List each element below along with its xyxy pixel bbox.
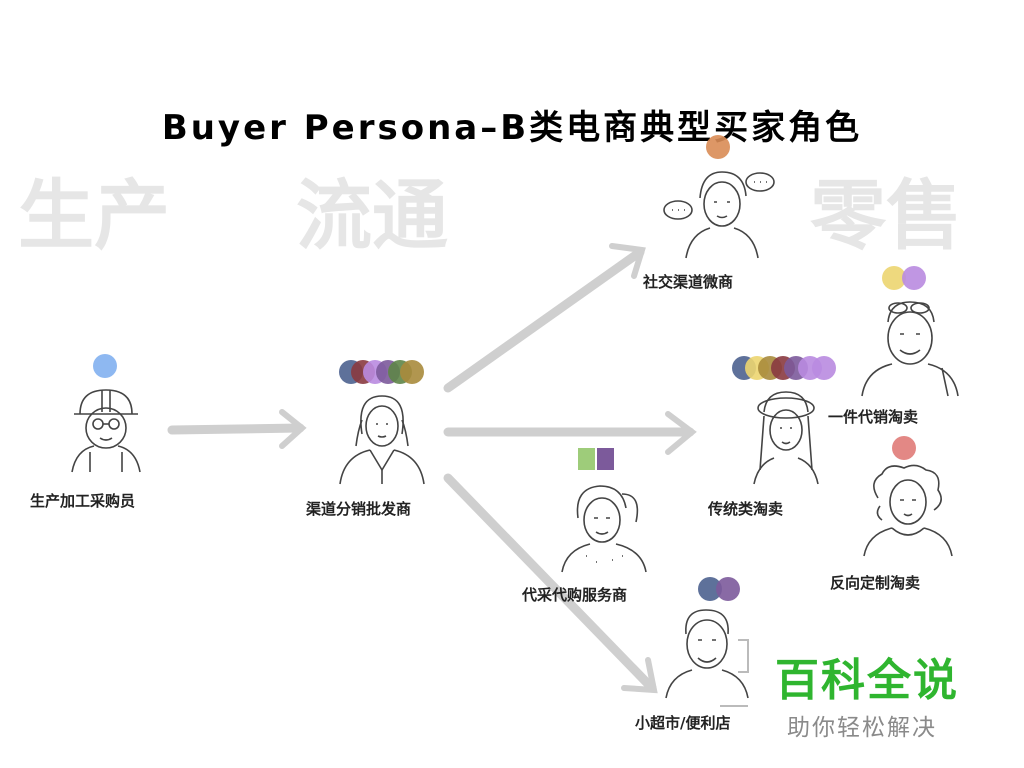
color-dot-olive [400,360,424,384]
persona-label-factory-buyer: 生产加工采购员 [30,492,136,510]
persona-label-social-microshop: 社交渠道微商 [643,273,734,291]
persona-label-traditional-taobao: 传统类淘卖 [708,500,784,518]
color-square-lightgreen [578,448,595,470]
color-dot-purple [716,577,740,601]
stage-production-label: 生产 [18,171,170,260]
page-title: Buyer Persona–B类电商典型买家角色 [161,108,863,148]
social-microshop-avatar [663,171,775,259]
arrow-wholesaler-to-social [443,247,645,393]
persona-label-dropship: 一件代销淘卖 [828,408,919,426]
color-square-purple [597,448,614,470]
arrow-wholesaler-to-store [443,473,657,693]
factory-buyer-avatar [71,389,141,473]
watermark-brand: 百科全说 [775,655,959,706]
stage-circulation-label: 流通 [296,171,448,260]
social-microshop-color-dot [706,135,730,159]
watermark-slogan: 助你轻松解决 [787,715,937,741]
color-dot-violet [902,266,926,290]
persona-label-purchasing-agent: 代采代购服务商 [522,586,628,604]
stage-retail-label: 零售 [810,171,962,260]
persona-label-reverse-custom: 反向定制淘卖 [830,574,921,592]
arrow-producer-to-wholesaler [167,423,305,435]
persona-label-wholesaler: 渠道分销批发商 [306,500,412,518]
factory-buyer-color-dot [93,354,117,378]
wholesaler-avatar [339,395,425,485]
color-dot-violet [812,356,836,380]
traditional-taobao-avatar [753,391,819,485]
convenience-store-avatar [665,609,749,699]
reverse-custom-avatar [863,464,953,557]
purchasing-agent-avatar [561,485,647,573]
reverse-custom-color-dot [892,436,916,460]
watermark: 百科全说 助你轻松解决 [775,644,959,742]
dropship-avatar [861,301,959,397]
persona-label-convenience-store: 小超市/便利店 [635,714,731,732]
